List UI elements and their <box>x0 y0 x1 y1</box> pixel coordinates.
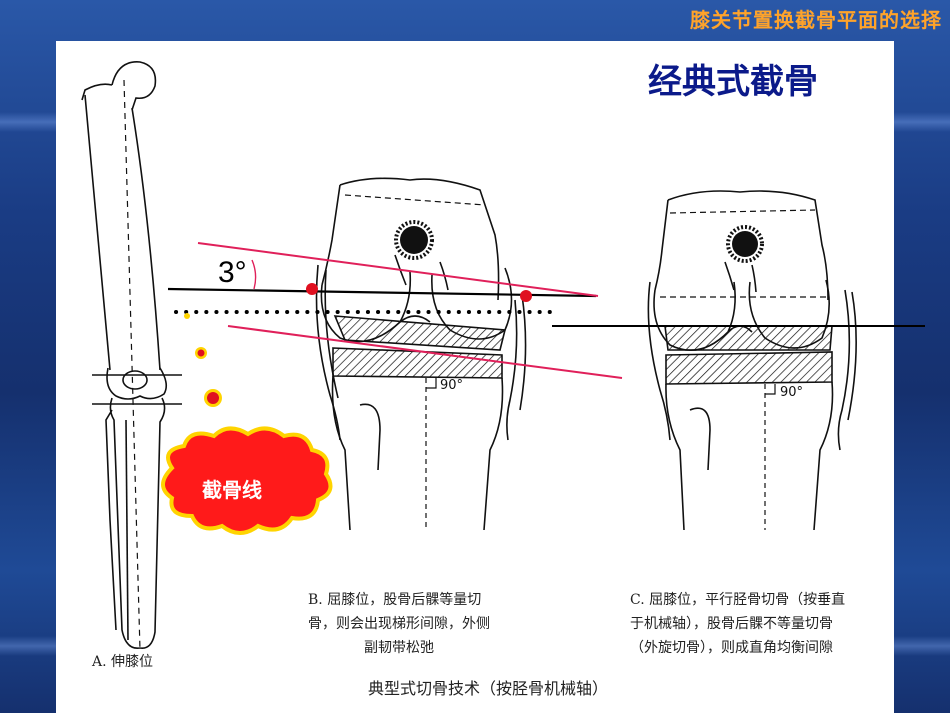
cut-line-upper <box>197 242 599 297</box>
angle-arc <box>251 259 257 290</box>
right-angle-label-c: 90° <box>780 385 804 400</box>
cut-line-lower <box>227 325 623 379</box>
right-angle-label-b: 90° <box>440 378 464 393</box>
cut-line-cloud <box>161 426 333 535</box>
cut-line-label: 截骨线 <box>202 478 262 502</box>
decor-dot <box>207 392 219 404</box>
caption-c-line: （外旋切骨），则成直角均衡间隙 <box>630 640 833 656</box>
decor-dot <box>184 313 190 319</box>
angle-label: 3° <box>218 256 247 289</box>
slide-title: 经典式截骨 <box>648 62 818 102</box>
femoral-head-marker-c <box>726 225 764 263</box>
knee-b-drawing <box>315 177 527 531</box>
caption-c-line: 于机械轴），股骨后髁不等量切骨 <box>630 616 833 632</box>
full-leg-drawing <box>81 61 182 651</box>
caption-c-line: C. 屈膝位，平行胫骨切骨（按垂直 <box>630 592 846 608</box>
caption-c: C. 屈膝位，平行胫骨切骨（按垂直 于机械轴），股骨后髁不等量切骨 （外旋切骨）… <box>630 588 845 660</box>
decor-dot <box>197 349 205 357</box>
header-title: 膝关节置换截骨平面的选择 <box>690 8 942 32</box>
caption-b-line: 骨，则会出现梯形间隙，外侧 <box>308 616 490 632</box>
caption-main: 典型式切骨技术（按胫骨机械轴） <box>368 679 609 698</box>
marker-dot <box>520 290 532 302</box>
caption-b-line: 副韧带松弛 <box>364 640 434 656</box>
caption-b: B. 屈膝位，股骨后髁等量切 骨，则会出现梯形间隙，外侧 副韧带松弛 <box>308 588 490 660</box>
knee-c-drawing <box>647 190 857 531</box>
femoral-head-marker-b <box>394 220 434 260</box>
caption-b-line: B. 屈膝位，股骨后髁等量切 <box>308 592 482 608</box>
marker-dot <box>306 283 318 295</box>
caption-a: A. 伸膝位 <box>92 654 154 670</box>
